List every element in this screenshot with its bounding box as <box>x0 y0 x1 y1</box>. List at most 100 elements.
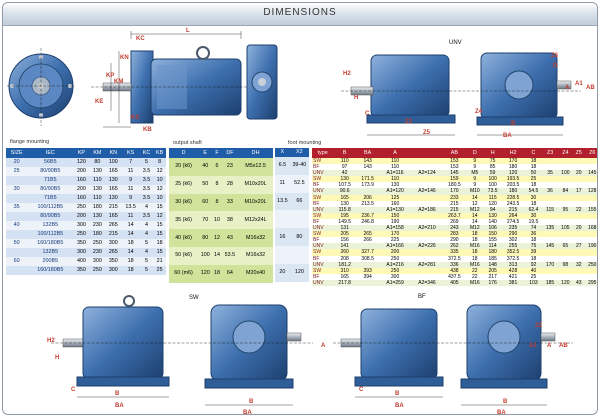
shaft-header-cell: F <box>212 148 222 158</box>
foot-cell: 100 <box>483 176 502 183</box>
foot-cell: 185 <box>542 279 558 286</box>
foot-cell: 75 <box>524 243 543 250</box>
shaft-extra-cell-x: 20 <box>275 263 290 282</box>
foot-cell: 30 <box>524 212 543 219</box>
flange-cell-kc: 5 <box>139 257 154 266</box>
dim-ba: BA <box>503 133 512 139</box>
flange-cell-ks: 18 <box>121 239 140 248</box>
flange-cell-kb: 15 <box>153 203 166 212</box>
foot-cell <box>356 225 380 232</box>
flange-cell-kb: 25 <box>153 266 166 275</box>
foot-cell: SW <box>312 249 334 256</box>
foot-cell <box>356 261 380 268</box>
foot-cell: 159 <box>442 176 466 183</box>
flange-cell-kc: 3.5 <box>139 167 154 176</box>
foot-cell: 394 <box>356 273 380 280</box>
foot-cell: 260 <box>333 249 357 256</box>
flange-cell-ks: 14 <box>121 248 140 257</box>
dim-h: H <box>354 95 359 101</box>
foot-cell: 263.7 <box>442 212 466 219</box>
foot-cell: 120 <box>501 170 525 177</box>
foot-cell: 372.5 <box>501 255 525 262</box>
flange-cell-iec: 71B5 <box>27 194 74 203</box>
flange-cell-km: 80 <box>89 158 106 167</box>
flange-cell-iec: 100/112B5 <box>27 203 74 212</box>
flange-cell-kp: 160 <box>73 176 90 185</box>
foot-cell: 180 <box>501 164 525 171</box>
foot-cell: 195 <box>333 212 357 219</box>
foot-cell: 185 <box>483 255 502 262</box>
foot-cell: 95 <box>557 206 573 213</box>
flange-cell-iec: 200B5 <box>27 257 74 266</box>
foot-cell: 438 <box>442 267 466 274</box>
foot-cell: 243.5 <box>501 200 525 207</box>
dim-km: KM <box>114 79 124 85</box>
flange-header-cell: SIZE <box>6 148 28 158</box>
foot-cell <box>411 194 443 201</box>
foot-cell: 110 <box>333 158 357 165</box>
flange-cell-km: 110 <box>89 194 106 203</box>
foot-cell: 265 <box>356 231 380 238</box>
shaft-extra-row <box>275 245 309 264</box>
foot-cell: 42 <box>333 170 357 177</box>
flange-cell-kc: 3.5 <box>139 212 154 221</box>
foot-cell: 215 <box>501 206 525 213</box>
shaft-cell-f: 14 <box>212 246 222 265</box>
foot-cell: 18 <box>524 200 543 207</box>
foot-cell: 170 <box>379 231 412 238</box>
shaft-cell-e: 120 <box>198 264 213 283</box>
foot-cell: BF <box>312 164 334 171</box>
foot-cell: 170 <box>442 188 466 195</box>
foot-cell: 22 <box>465 273 484 280</box>
flange-cell-kb: 10 <box>153 176 166 185</box>
flange-cell-kp: 250 <box>73 203 90 212</box>
flange-header-cell: KC <box>139 148 154 158</box>
flange-cell-size <box>6 266 28 275</box>
foot-cell: 12 <box>465 200 484 207</box>
flange-cell-iec: 80/90B5 <box>27 212 74 221</box>
flange-cell-size <box>6 212 28 221</box>
foot-cell: 313 <box>501 261 525 268</box>
foot-cell: 269 <box>442 218 466 226</box>
flange-cell-size <box>6 248 28 257</box>
foot-header-cell: Z3 <box>542 148 558 158</box>
flange-cell-kc: 5 <box>139 158 154 167</box>
foot-cell: UNV <box>312 188 334 195</box>
foot-cell <box>584 158 597 165</box>
foot-cell <box>411 182 443 189</box>
shaft-cell-dh: M20x40 <box>238 264 273 283</box>
foot-cell: 94 <box>483 206 502 213</box>
flange-cell-ks: 13.5 <box>121 203 140 212</box>
foot-cell: A2=281 <box>411 261 443 268</box>
foot-cell: 208 <box>333 255 357 262</box>
flange-cell-kc: 4 <box>139 203 154 212</box>
foot-cell: 181.2 <box>333 261 357 268</box>
foot-cell <box>573 164 585 171</box>
foot-cell: A2=186 <box>411 206 443 213</box>
foot-cell: 18 <box>465 249 484 256</box>
dim-kb: KB <box>143 127 152 133</box>
foot-cell: 114 <box>483 243 502 250</box>
foot-cell <box>573 182 585 189</box>
foot-cell: 59 <box>483 170 502 177</box>
foot-cell <box>584 237 597 244</box>
flange-cell-ks: 7 <box>121 158 140 167</box>
flange-cell-kb: 10 <box>153 194 166 203</box>
foot-cell: 171.5 <box>356 176 380 183</box>
foot-cell: 236.7 <box>356 212 380 219</box>
shaft-cell-dh: M16x32 <box>238 229 273 247</box>
foot-cell: 233 <box>442 194 466 201</box>
foot-header-cell: Z4 <box>557 148 573 158</box>
dim-sw-c: C <box>71 387 76 393</box>
foot-cell: 170 <box>542 261 558 268</box>
flange-cell-kc: 5 <box>139 239 154 248</box>
